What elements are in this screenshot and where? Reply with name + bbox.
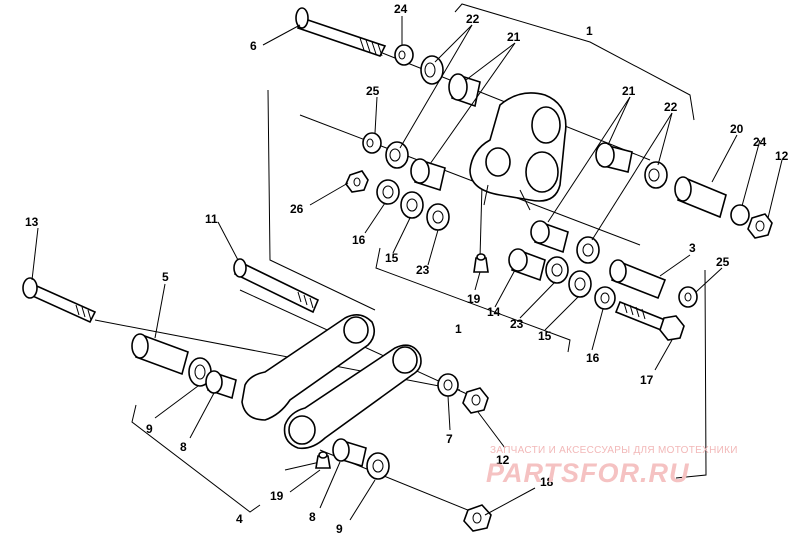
callout-9-left: 9 (146, 422, 153, 436)
collar-20 (674, 176, 727, 219)
callout-6: 6 (250, 39, 257, 53)
callout-3: 3 (689, 241, 696, 255)
callout-21-right: 21 (622, 84, 636, 98)
group-bracket-1-bottom (375, 247, 571, 353)
oil-seal-9-lower (366, 452, 390, 480)
washer-7 (437, 373, 459, 397)
bearing-21-right (595, 142, 633, 173)
group-bracket-4 (131, 404, 261, 513)
leader-lines (31, 16, 783, 521)
bolt-17 (614, 300, 685, 341)
watermark-tagline: ЗАПЧАСТИ И АКСЕССУАРЫ ДЛЯ МОТОТЕХНИКИ (490, 445, 738, 456)
callout-1-bottom: 1 (455, 322, 462, 336)
callout-1-top: 1 (586, 24, 593, 38)
frame-line-left (267, 89, 376, 311)
collar-24-right (730, 204, 750, 226)
nut-18 (463, 504, 492, 532)
callout-15-left: 15 (385, 251, 399, 265)
bolt-13 (22, 277, 97, 324)
nut-12-lower (462, 387, 489, 414)
callout-18: 18 (540, 475, 554, 489)
callout-13: 13 (25, 215, 39, 229)
collar-5 (131, 333, 189, 376)
callout-20: 20 (730, 122, 744, 136)
grease-nipple-19-top (473, 253, 489, 273)
nut-26 (345, 170, 369, 193)
callout-17: 17 (640, 373, 654, 387)
seal-23-right (545, 256, 569, 284)
seal-15-right (568, 270, 592, 298)
callout-24-right: 24 (753, 135, 767, 149)
oil-seal-22-mid (385, 141, 409, 169)
bearing-14 (508, 248, 546, 282)
callout-22-right: 22 (664, 100, 678, 114)
bearing-21-lower (530, 220, 569, 254)
callout-4: 4 (236, 512, 243, 526)
collar-3 (609, 259, 667, 300)
bearing-21-top (448, 73, 481, 108)
bearing-8-left (205, 370, 237, 400)
callout-19-top: 19 (467, 292, 481, 306)
axis-line-middle (299, 114, 641, 246)
callout-9-lower: 9 (336, 522, 343, 536)
callout-25-right: 25 (716, 255, 730, 269)
axis-line-grease-lower (284, 461, 321, 471)
bearing-8-lower (332, 438, 367, 468)
bearing-21-mid (410, 158, 446, 192)
callout-23-left: 23 (416, 263, 430, 277)
callout-16-right: 16 (586, 351, 600, 365)
callout-26: 26 (290, 202, 304, 216)
callout-labels: 1 1 3 4 5 6 7 8 8 9 9 11 12 12 13 14 15 … (25, 2, 789, 536)
callout-22-top: 22 (466, 12, 480, 26)
connecting-rod-4 (241, 314, 422, 450)
bolt-6 (295, 7, 387, 57)
collar-25-right (678, 286, 698, 308)
collar-24-top (394, 44, 414, 66)
grease-nipple-19-lower (315, 451, 331, 469)
nut-12-top (747, 213, 773, 239)
callout-24-top: 24 (394, 2, 408, 16)
callout-14: 14 (487, 305, 501, 319)
callout-21-top: 21 (507, 30, 521, 44)
callout-11: 11 (205, 212, 218, 226)
oil-seal-22-lower (576, 236, 600, 264)
callout-7: 7 (446, 432, 453, 446)
washer-16-left (376, 179, 400, 205)
callout-5: 5 (162, 270, 169, 284)
bolt-11 (233, 258, 320, 314)
callout-8-left: 8 (180, 440, 187, 454)
callout-12-lower: 12 (496, 453, 510, 467)
group-bracket-1-top (454, 3, 695, 121)
axis-line-grease (479, 184, 483, 259)
callout-16-left: 16 (352, 233, 366, 247)
seal-23-left (426, 203, 450, 231)
callout-19-lower: 19 (270, 489, 284, 503)
relay-arm-link (469, 92, 567, 211)
oil-seal-22-right (644, 161, 668, 189)
watermark-logo: PARTSFOR.RU (486, 458, 690, 488)
callout-23-right: 23 (510, 317, 524, 331)
seal-15-left (400, 191, 424, 219)
callout-25-top: 25 (366, 84, 380, 98)
callout-12-top: 12 (775, 149, 789, 163)
callout-15-right: 15 (538, 329, 552, 343)
oil-seal-22-top (420, 55, 444, 85)
washer-16-right (594, 286, 616, 310)
frame-line-right (675, 269, 707, 479)
callout-8-lower: 8 (309, 510, 316, 524)
collar-25-mid (362, 132, 382, 154)
